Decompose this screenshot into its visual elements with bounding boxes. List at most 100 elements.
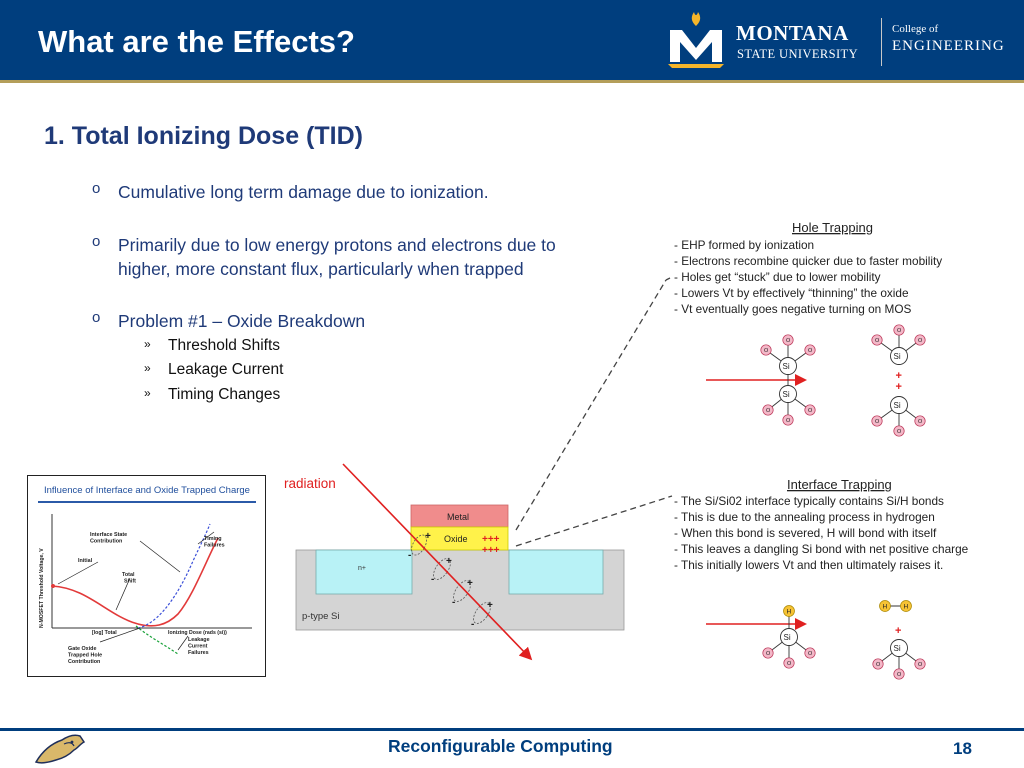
svg-text:-: - <box>408 550 411 561</box>
sub-bullet-text: Timing Changes <box>168 386 281 403</box>
svg-text:Si: Si <box>894 644 901 653</box>
annotation-arrow <box>57 561 99 585</box>
bullet-marker: o <box>92 180 101 197</box>
hole-trapping-line: - Electrons recombine quicker due to fas… <box>674 254 942 268</box>
callout-line-hole-top <box>665 277 671 281</box>
svg-text:+: + <box>896 370 902 382</box>
sub-bullet-marker: » <box>144 337 151 351</box>
interface-trapping-line: - This is due to the annealing process i… <box>674 510 935 524</box>
svg-text:O: O <box>897 328 902 334</box>
interface-trapping-line: - When this bond is severed, H will bond… <box>674 526 937 540</box>
logo-college-name: ENGINEERING <box>892 38 1005 54</box>
footer-rule <box>0 728 1024 731</box>
bullet-text: Primarily due to low energy protons and … <box>118 235 556 255</box>
svg-text:-: - <box>431 574 434 585</box>
label-total-shift: Shift <box>124 579 136 585</box>
svg-text:+: + <box>425 531 431 542</box>
label-gate-oxide: Trapped Hole <box>68 653 102 659</box>
svg-text:O: O <box>875 419 880 425</box>
label-timing: Timing <box>204 536 222 542</box>
n-plus-label: n+ <box>358 565 366 572</box>
label-interface-state: Contribution <box>90 539 122 545</box>
footer-title: Reconfigurable Computing <box>388 736 613 756</box>
svg-text:+: + <box>446 556 452 567</box>
hole-trapping-line: - Lowers Vt by effectively “thinning” th… <box>674 286 909 300</box>
svg-text:O: O <box>808 348 813 354</box>
callout-line-interface <box>515 495 673 547</box>
figure-graph: N-MOSFET Threshold Voltage, V Interface … <box>39 514 252 665</box>
svg-text:O: O <box>808 408 813 414</box>
svg-text:+: + <box>895 625 901 637</box>
svg-text:O: O <box>897 672 902 678</box>
hole-trapping-molecule-before: Si Si O O O O O O <box>706 334 816 426</box>
n-plus-left <box>315 549 413 595</box>
bullet-text-continued: higher, more constant flux, particularly… <box>118 259 524 279</box>
oxide-label: Oxide <box>444 534 468 544</box>
svg-text:O: O <box>764 348 769 354</box>
label-leakage: Leakage <box>188 637 210 643</box>
annotation-arrow <box>139 540 181 573</box>
label-gate-oxide: Contribution <box>68 659 100 665</box>
annotation-arrow <box>197 531 215 545</box>
hole-trapping-line: - Holes get “stuck” due to lower mobilit… <box>674 270 881 284</box>
bullet-text: Problem #1 – Oxide Breakdown <box>118 311 366 331</box>
interface-state-curve <box>137 523 211 629</box>
msu-logo: MONTANA STATE UNIVERSITY College of ENGI… <box>664 10 1020 70</box>
sub-bullet-marker: » <box>144 361 151 375</box>
label-leakage: Current <box>188 644 208 650</box>
svg-text:O: O <box>918 662 923 668</box>
bullet-text: Cumulative long term damage due to ioniz… <box>118 182 489 202</box>
figure-title: Influence of Interface and Oxide Trapped… <box>44 485 250 496</box>
svg-text:-: - <box>471 619 474 630</box>
bobcat-logo-icon <box>34 734 86 764</box>
xlabel-left: [log] Total <box>92 630 117 636</box>
svg-text:Si: Si <box>783 390 790 399</box>
svg-text:O: O <box>766 408 771 414</box>
oxide-charges: +++ <box>482 534 500 545</box>
slide-title: What are the Effects? <box>38 24 355 59</box>
interface-trapping-line: - This initially lowers Vt and then ulti… <box>674 558 943 572</box>
logo-university-name: MONTANA <box>736 21 849 45</box>
annotation-arrow <box>177 635 189 651</box>
interface-trapping-title: Interface Trapping <box>787 477 892 492</box>
label-total-shift: Total <box>122 572 135 578</box>
logo-university-subtitle: STATE UNIVERSITY <box>737 47 859 61</box>
logo-college-of: College of <box>892 23 939 35</box>
oxide-charges: +++ <box>482 545 500 556</box>
hole-trapping-line: - Vt eventually goes negative turning on… <box>674 302 912 316</box>
svg-text:Si: Si <box>894 352 901 361</box>
logo-divider <box>881 18 882 66</box>
annotation-arrow <box>99 627 141 643</box>
svg-text:-: - <box>452 597 455 608</box>
hole-trapping-title: Hole Trapping <box>792 220 873 235</box>
header-bar: What are the Effects? MONTANA STATE UNIV… <box>0 0 1024 80</box>
svg-text:O: O <box>897 429 902 435</box>
label-timing: Failures <box>204 543 225 549</box>
n-plus-right <box>508 549 604 595</box>
total-shift-curve <box>51 537 219 627</box>
threshold-voltage-figure: Influence of Interface and Oxide Trapped… <box>27 475 266 677</box>
svg-text:+: + <box>467 578 473 589</box>
svg-text:Si: Si <box>783 362 790 371</box>
header-accent-line <box>0 80 1024 83</box>
svg-text:O: O <box>786 338 791 344</box>
page-number: 18 <box>953 739 972 758</box>
label-gate-oxide: Gate Oxide <box>68 646 96 652</box>
trapping-diagram: n+ p-type Si Metal Oxide +++ +++ +- +- +… <box>284 220 969 680</box>
sub-bullet-text: Threshold Shifts <box>168 337 280 354</box>
label-interface-state: Interface State <box>90 532 127 538</box>
sub-bullet-text: Leakage Current <box>168 361 284 378</box>
svg-text:O: O <box>808 651 813 657</box>
oxide-layer <box>410 526 509 551</box>
interface-trapping-line: - This leaves a dangling Si bond with ne… <box>674 542 969 556</box>
charge-symbols: +- +- +- +- <box>408 531 493 630</box>
section-heading: 1. Total Ionizing Dose (TID) <box>44 122 363 150</box>
svg-text:O: O <box>766 651 771 657</box>
msu-m-icon <box>668 12 724 68</box>
initial-point <box>51 584 55 588</box>
interface-trapping-line: - The Si/Si02 interface typically contai… <box>674 494 944 508</box>
svg-text:O: O <box>918 419 923 425</box>
svg-text:O: O <box>786 418 791 424</box>
